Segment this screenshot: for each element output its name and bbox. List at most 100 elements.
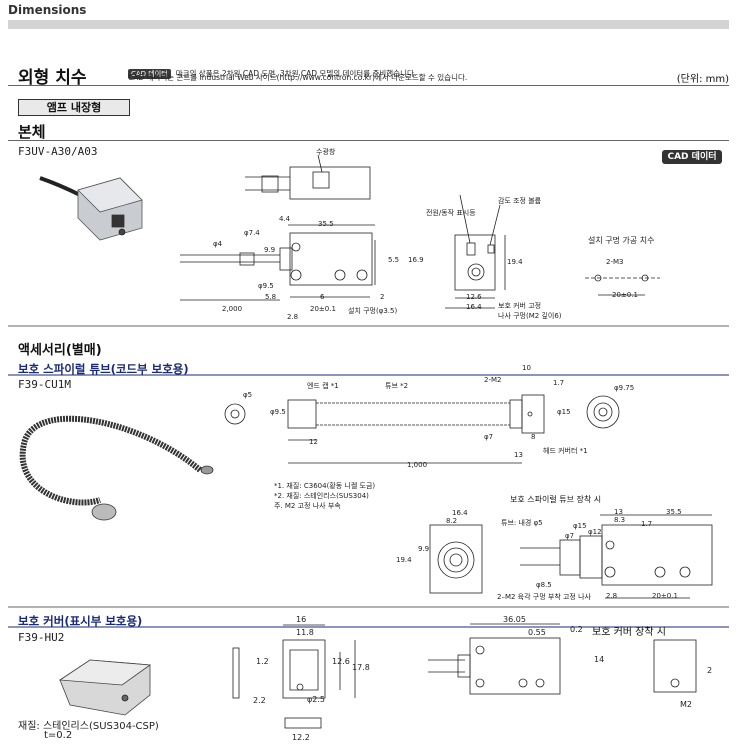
body-model: F3UV-A30/A03	[18, 145, 98, 158]
dim-4-4: 4.4	[279, 215, 291, 223]
spiral-dim-phi-9-75: φ9.75	[614, 384, 635, 392]
dim-16-4: 16.4	[466, 303, 482, 311]
dim-5-5: 5.5	[388, 256, 400, 264]
title-rule	[8, 85, 729, 86]
cover-dim-11-8: 11.8	[296, 628, 314, 637]
mount-dim-phi-15: φ15	[573, 522, 587, 530]
cover-mount-title: 보호 커버 장착 시	[592, 627, 666, 638]
spiral-model: F39-CU1M	[18, 378, 71, 391]
mount-dim-13: 13	[614, 508, 623, 516]
spiral-dim-phi-9-5: φ9.5	[270, 408, 286, 416]
cover-mount-drawing	[428, 623, 697, 695]
spiral-tube-photo	[19, 415, 214, 521]
spiral-dim-10: 10	[522, 364, 531, 372]
cover-m2-label: M2	[680, 700, 692, 709]
dim-5-8: 5.8	[265, 293, 277, 301]
cover-dim-2: 2	[707, 666, 713, 675]
cover-screw-label: 보호 커버 고정	[498, 302, 542, 310]
power-indicator-label: 전원/동작 표시등	[426, 209, 476, 217]
spiral-m2-label: 2-M2	[484, 376, 502, 384]
mount-tube-label: 튜브: 내경 φ5	[501, 519, 543, 527]
mount-dim-phi-7: φ7	[565, 532, 575, 540]
spiral-dim-1-7: 1.7	[553, 379, 565, 387]
body-heading: 본체	[18, 123, 46, 141]
mount-m2-label: 2–M2 육각 구멍 부착 고정 나사	[497, 593, 591, 601]
cover-dim-14: 14	[594, 655, 605, 664]
page-title: 외형 치수	[18, 68, 87, 88]
cad-data-button[interactable]: CAD 데이터	[662, 150, 722, 164]
cad-notice-line1: 마크의 상품은 2차원 CAD 도면, 3차원 CAD 모델의 데이터를 준비했…	[175, 69, 417, 78]
dim-phi-4: φ4	[213, 240, 223, 248]
mount-dim-phi-12: φ12	[588, 528, 602, 536]
cover-drawing	[232, 624, 356, 729]
cover-dim-12-2: 12.2	[292, 733, 310, 742]
receiver-label: 수광창	[316, 148, 336, 156]
amp-type-tab: 앰프 내장형	[18, 99, 130, 116]
head-cover-label: 헤드 커버터 *1	[543, 447, 588, 455]
mount-hole-title: 설치 구멍 가공 치수	[588, 236, 655, 245]
dim-16-9: 16.9	[408, 256, 424, 264]
dim-6: 6	[320, 293, 325, 301]
spiral-dim-1000: 1,000	[407, 461, 428, 469]
mount-hole-label: 설치 구멍(φ3.5)	[348, 307, 398, 315]
section-header: Dimensions	[8, 3, 87, 17]
cover-dim-12-6: 12.6	[332, 657, 350, 666]
mount-dim-8-3: 8.3	[614, 516, 626, 524]
mount-dim-2-8: 2.8	[606, 592, 618, 600]
cad-notice: CAD 데이터 마크의 상품은 2차원 CAD 도면, 3차원 CAD 모델의 …	[128, 61, 416, 80]
sensor-photo	[39, 176, 143, 241]
spiral-note-1: *1. 재질: C3604(황동 니켈 도금)	[274, 482, 376, 490]
mount-dim-9-9: 9.9	[418, 545, 430, 553]
spiral-tube-drawing	[224, 394, 620, 464]
cover-dim-36-05: 36.05	[503, 615, 526, 624]
dim-phi-9-5: φ9.5	[258, 282, 274, 290]
cover-screw-label2: 나사 구멍(M2 깊이6)	[498, 312, 562, 320]
spiral-mount-title: 보호 스파이럴 튜브 장착 시	[510, 495, 602, 504]
spiral-dim-12: 12	[309, 438, 318, 446]
mount-dim-phi-8-5: φ8.5	[536, 581, 552, 589]
cover-heading: 보호 커버(표시부 보호용)	[18, 614, 143, 628]
cover-dim-1-2: 1.2	[256, 657, 269, 666]
tube-label: 튜브 *2	[385, 382, 409, 390]
spiral-dim-phi-5: φ5	[243, 391, 253, 399]
spiral-note-3: 주. M2 고정 나사 부속	[274, 502, 341, 510]
sensor-side-view	[445, 194, 506, 309]
mount-dim-20: 20±0.1	[652, 592, 678, 600]
cover-photo	[58, 659, 152, 716]
cover-dim-phi-2-5: φ2.5	[307, 695, 325, 704]
spiral-dim-8: 8	[531, 433, 536, 441]
mount-dim-35-5: 35.5	[666, 508, 682, 516]
cover-thickness: t=0.2	[44, 730, 73, 741]
cad-notice-line2: CAD 데이터는 콘트롤 Industrial Web 사이트(http://w…	[128, 73, 468, 82]
header-bar	[8, 20, 729, 29]
sensitivity-label: 감도 조정 볼륨	[498, 197, 542, 205]
dim-2000: 2,000	[222, 305, 243, 313]
cover-model: F39-HU2	[18, 631, 65, 644]
dim-2: 2	[380, 293, 385, 301]
dim-9-9: 9.9	[264, 246, 276, 254]
dim-12-6: 12.6	[466, 293, 482, 301]
spiral-mount-drawing	[429, 514, 713, 599]
spiral-heading: 보호 스파이럴 튜브(코드부 보호용)	[18, 362, 189, 376]
dim-2-m3: 2-M3	[606, 258, 624, 266]
mount-dim-1-7: 1.7	[641, 520, 653, 528]
mount-hole-drawing	[585, 274, 660, 296]
unit-label: (단위: mm)	[676, 74, 729, 85]
accessory-heading: 액세서리(별매)	[18, 343, 102, 358]
sensor-front-view	[180, 224, 376, 301]
dim-35-5: 35.5	[318, 220, 334, 228]
cover-material: 재질: 스테인리스(SUS304-CSP)	[18, 721, 159, 732]
dim-2-8: 2.8	[287, 313, 299, 321]
dim-19-4: 19.4	[507, 258, 523, 266]
dim-20: 20±0.1	[310, 305, 336, 313]
cover-dim-0-2: 0.2	[570, 625, 583, 634]
spiral-dim-phi-15: φ15	[557, 408, 571, 416]
mount-dim-16-4: 16.4	[452, 509, 468, 517]
body-rule	[8, 140, 729, 141]
spiral-dim-phi-7: φ7	[484, 433, 494, 441]
cover-dim-0-55: 0.55	[528, 628, 546, 637]
spiral-note-2: *2. 재질: 스테인리스(SUS304)	[274, 492, 369, 500]
cover-dim-16: 16	[296, 615, 307, 624]
cad-badge: CAD 데이터	[128, 69, 171, 79]
